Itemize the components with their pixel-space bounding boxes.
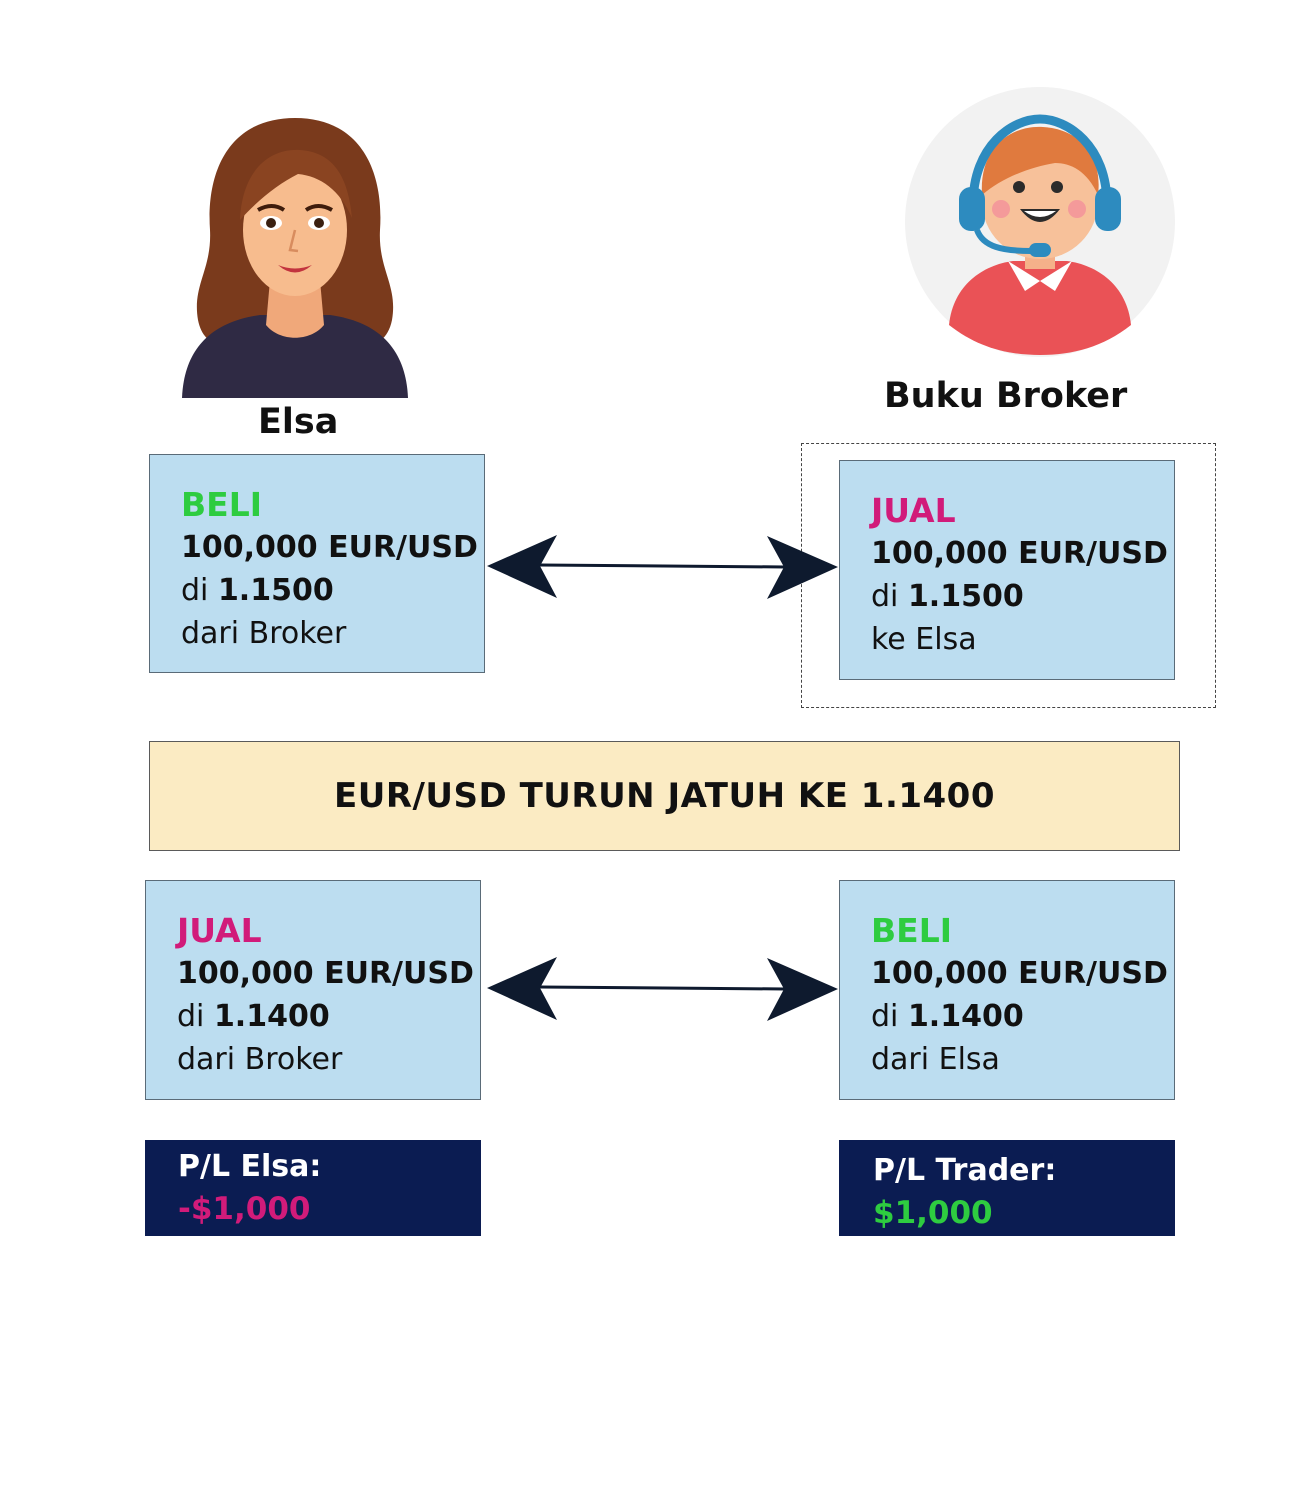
trade-price: 1.1500 [907, 579, 1024, 614]
pl-elsa-label: P/L Elsa: [178, 1149, 322, 1184]
trade-party: dari Broker [177, 1042, 343, 1077]
trade-price-prefix: di [177, 999, 205, 1034]
woman-avatar-icon [182, 118, 408, 398]
trade-action: JUAL [177, 911, 262, 950]
pl-elsa-value: -$1,000 [178, 1191, 311, 1227]
trade-price: 1.1400 [213, 999, 330, 1034]
support-agent-avatar-icon [905, 87, 1175, 357]
trade-action: JUAL [871, 491, 956, 530]
broker-open-trade-box: JUAL 100,000 EUR/USD di 1.1500 ke Elsa [839, 460, 1175, 680]
trade-price-line: di 1.1500 [181, 569, 484, 612]
trade-price-prefix: di [871, 999, 899, 1034]
market-event-banner: EUR/USD TURUN JATUH KE 1.1400 [149, 741, 1180, 851]
double-arrow-open [487, 535, 838, 599]
trade-price: 1.1500 [217, 573, 334, 608]
trade-amount: 100,000 EUR/USD [177, 956, 474, 991]
broker-close-trade-box: BELI 100,000 EUR/USD di 1.1400 dari Elsa [839, 880, 1175, 1100]
trade-price-line: di 1.1500 [871, 575, 1174, 618]
actor-label-broker: Buku Broker [884, 376, 1128, 416]
pl-trader-box: P/L Trader: $1,000 [839, 1140, 1175, 1236]
trade-party: dari Broker [181, 616, 347, 651]
pl-trader-value: $1,000 [873, 1195, 993, 1231]
trade-party: ke Elsa [871, 622, 977, 657]
trade-amount: 100,000 EUR/USD [181, 530, 478, 565]
trade-price-prefix: di [871, 579, 899, 614]
double-arrow-close [487, 957, 838, 1021]
trade-price-line: di 1.1400 [871, 995, 1174, 1038]
trade-party: dari Elsa [871, 1042, 1000, 1077]
actor-label-elsa: Elsa [258, 402, 339, 442]
pl-elsa-box: P/L Elsa: -$1,000 [145, 1140, 481, 1236]
trade-price: 1.1400 [907, 999, 1024, 1034]
trade-amount: 100,000 EUR/USD [871, 536, 1168, 571]
trade-action: BELI [181, 485, 263, 524]
market-event-text: EUR/USD TURUN JATUH KE 1.1400 [334, 776, 995, 816]
elsa-close-trade-box: JUAL 100,000 EUR/USD di 1.1400 dari Brok… [145, 880, 481, 1100]
trade-amount: 100,000 EUR/USD [871, 956, 1168, 991]
elsa-open-trade-box: BELI 100,000 EUR/USD di 1.1500 dari Brok… [149, 454, 485, 673]
trade-price-line: di 1.1400 [177, 995, 480, 1038]
trade-action: BELI [871, 911, 953, 950]
pl-trader-label: P/L Trader: [873, 1153, 1057, 1188]
trade-price-prefix: di [181, 573, 209, 608]
